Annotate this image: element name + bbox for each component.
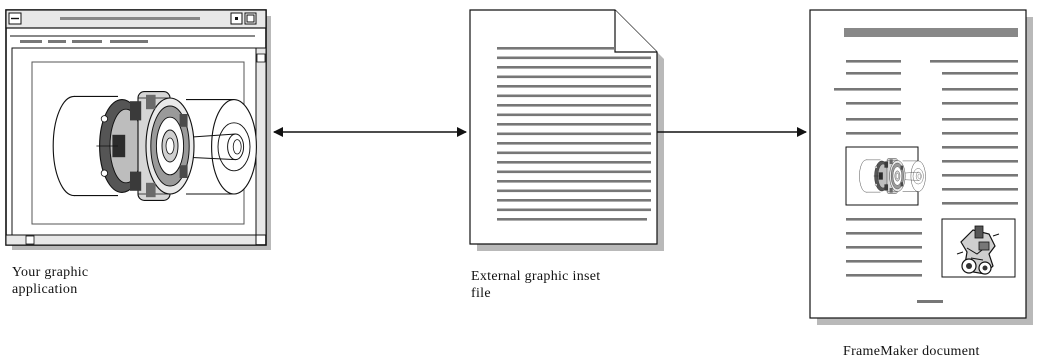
inset-text-line: [497, 180, 651, 183]
document-text-line: [942, 174, 1018, 177]
inset-caption-line-1: External graphic inset: [471, 269, 601, 284]
document-text-line: [834, 88, 901, 91]
graphic-application-window-icon: [5, 9, 271, 250]
document-text-line: [942, 160, 1018, 163]
inset-text-line: [497, 47, 615, 50]
document-text-line: [942, 146, 1018, 149]
inset-text-line: [497, 56, 651, 60]
inset-text-line: [497, 113, 651, 117]
inset-text-line: [497, 199, 651, 202]
document-text-line: [942, 88, 1018, 91]
inset-text-line: [497, 132, 651, 136]
document-text-line: [942, 132, 1018, 135]
framemaker-document-icon: [809, 9, 1033, 325]
document-text-line: [942, 188, 1018, 191]
document-text-line: [942, 72, 1018, 75]
document-text-line: [846, 60, 901, 63]
document-text-line: [942, 102, 1018, 105]
document-text-line: [846, 232, 922, 235]
inset-caption-line-2: file: [471, 286, 491, 301]
inset-text-line: [497, 170, 651, 174]
document-text-line: [942, 202, 1018, 205]
inset-text-line: [497, 66, 651, 69]
inset-text-line: [497, 85, 651, 88]
application-caption-line-2: application: [12, 282, 78, 297]
inset-text-line: [497, 123, 651, 126]
inset-text-line: [497, 218, 647, 221]
inset-text-line: [497, 104, 651, 107]
inset-text-line: [497, 142, 651, 145]
mechanical-part-icon: [52, 91, 257, 201]
application-caption-line-1: Your graphic: [12, 265, 89, 280]
inset-text-line: [497, 189, 651, 193]
inset-text-line: [497, 75, 651, 79]
document-caption-line-1: FrameMaker document: [843, 344, 980, 359]
inset-text-line: [497, 208, 651, 212]
application-caption: Your graphic application: [12, 264, 88, 298]
document-text-line: [942, 118, 1018, 121]
document-text-line: [846, 218, 922, 221]
inset-text-line: [497, 161, 651, 164]
document-text-line: [846, 102, 901, 105]
mechanical-part-icon: [859, 158, 926, 194]
inset-text-line: [497, 94, 651, 98]
document-text-line: [846, 260, 922, 263]
document-text-line: [846, 132, 901, 135]
document-text-line: [846, 274, 922, 277]
inset-text-line: [497, 151, 651, 155]
document-text-line: [930, 60, 1018, 63]
document-text-line: [846, 246, 922, 249]
document-text-line: [846, 118, 901, 121]
graphic-inset-file-icon: [469, 9, 664, 251]
inset-caption: External graphic inset file: [471, 268, 600, 302]
document-text-line: [846, 72, 901, 75]
document-caption: FrameMaker document: [843, 343, 980, 360]
